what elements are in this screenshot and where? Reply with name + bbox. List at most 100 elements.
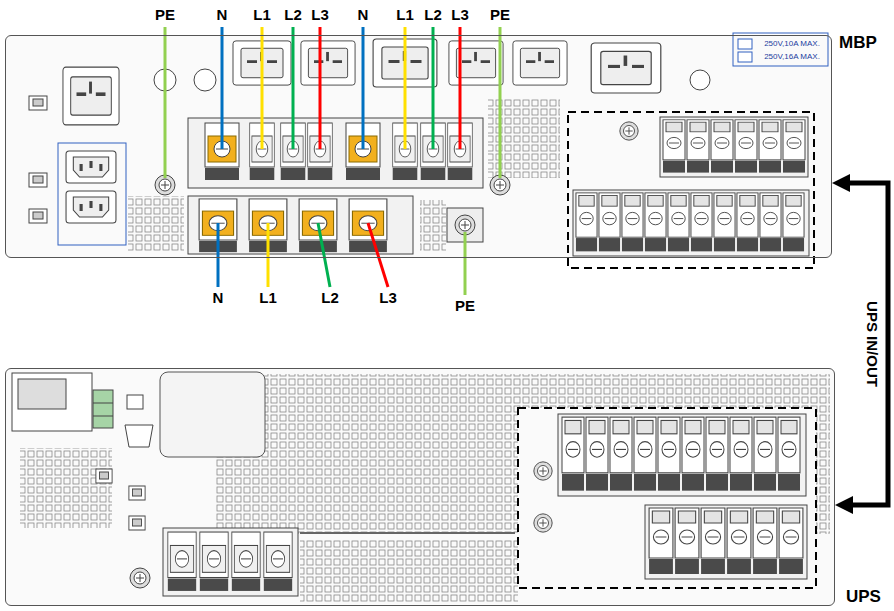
mbp-panel: MBP bbox=[5, 35, 832, 258]
l2-wire bbox=[292, 27, 295, 149]
rating-label: 250V,10A MAX. bbox=[764, 40, 820, 49]
usb-port bbox=[127, 395, 143, 409]
ground-screw bbox=[130, 568, 150, 588]
network-port bbox=[129, 486, 145, 500]
dashed-region bbox=[518, 408, 816, 588]
ground-screw bbox=[620, 122, 638, 140]
terminal bbox=[737, 193, 758, 251]
ground-screw bbox=[534, 514, 552, 532]
terminal bbox=[168, 532, 196, 591]
terminal bbox=[754, 417, 776, 491]
terminal bbox=[753, 508, 777, 574]
ground-screw bbox=[534, 462, 552, 480]
terminal bbox=[200, 532, 228, 591]
wire-label: PE bbox=[455, 298, 475, 315]
ups-housing bbox=[5, 368, 835, 606]
rating-label: 250V,16A MAX. bbox=[764, 53, 820, 62]
c19-outlet bbox=[63, 67, 119, 125]
wire-label: L1 bbox=[259, 290, 277, 307]
connector-arrow bbox=[844, 183, 888, 505]
wire-label: L1 bbox=[253, 7, 271, 24]
terminal bbox=[663, 120, 685, 173]
terminal bbox=[649, 508, 673, 574]
l1-wire bbox=[404, 27, 407, 149]
network-port bbox=[96, 469, 112, 483]
wire-label: L3 bbox=[311, 7, 329, 24]
wire-label: N bbox=[213, 290, 224, 307]
terminal bbox=[622, 193, 643, 251]
contact-connector bbox=[93, 416, 113, 417]
c13-outlet bbox=[66, 191, 116, 223]
terminal bbox=[711, 120, 733, 173]
wire-label: L2 bbox=[424, 7, 442, 24]
contact-connector bbox=[93, 403, 113, 404]
terminal bbox=[634, 417, 656, 491]
wire-label: N bbox=[358, 7, 369, 24]
terminal-block bbox=[645, 505, 807, 579]
vent-grid bbox=[300, 540, 518, 602]
terminal-block bbox=[163, 528, 298, 596]
card-slot bbox=[160, 372, 265, 457]
c13-outlet bbox=[66, 151, 116, 183]
terminal bbox=[730, 417, 752, 491]
c19-outlet bbox=[449, 41, 503, 85]
vent-grid bbox=[420, 200, 446, 252]
l3-wire bbox=[319, 27, 322, 149]
rail bbox=[300, 532, 515, 534]
detect-port bbox=[29, 96, 47, 110]
serial-port bbox=[125, 425, 153, 447]
wire-label: PE bbox=[490, 7, 510, 24]
speaker-hole bbox=[690, 70, 710, 90]
rating-icon bbox=[738, 52, 752, 62]
detect-port bbox=[29, 173, 47, 187]
l1-wire bbox=[267, 223, 270, 287]
l2-wire bbox=[432, 27, 435, 149]
c19-outlet bbox=[301, 41, 355, 85]
l3-wire bbox=[459, 27, 462, 149]
vent-grid bbox=[20, 448, 112, 528]
pe-wire bbox=[499, 27, 502, 178]
terminal bbox=[778, 417, 800, 491]
terminal-block bbox=[558, 414, 806, 496]
wire-label: L3 bbox=[379, 290, 397, 307]
terminal bbox=[727, 508, 751, 574]
outlet-group-outline bbox=[58, 143, 126, 245]
l3-wire bbox=[368, 223, 388, 287]
terminal-block bbox=[660, 117, 808, 177]
dashed-region bbox=[568, 112, 814, 268]
wire-label: L2 bbox=[284, 7, 302, 24]
rating-outline bbox=[733, 33, 828, 66]
wire-label: L1 bbox=[396, 7, 414, 24]
contact-connector bbox=[93, 390, 113, 428]
terminal bbox=[610, 417, 632, 491]
terminal bbox=[675, 508, 699, 574]
terminal-block bbox=[188, 196, 413, 254]
terminal bbox=[682, 417, 704, 491]
n-wire bbox=[362, 27, 365, 149]
terminal bbox=[658, 417, 680, 491]
wire-label: L3 bbox=[451, 7, 469, 24]
ups-panel: UPS bbox=[5, 368, 835, 606]
control-module bbox=[12, 373, 92, 431]
c19-outlet bbox=[513, 41, 567, 85]
terminal-area bbox=[518, 408, 816, 588]
terminal bbox=[779, 508, 803, 574]
terminal bbox=[586, 417, 608, 491]
pe-wire bbox=[164, 27, 167, 178]
breaker-hole bbox=[194, 69, 216, 91]
terminal-block bbox=[573, 190, 809, 256]
vent-grid bbox=[128, 196, 184, 252]
l2-wire bbox=[318, 223, 330, 287]
wire-group bbox=[165, 27, 500, 295]
mbp-housing bbox=[5, 35, 832, 258]
terminal bbox=[759, 120, 781, 173]
pe-wire bbox=[464, 232, 467, 295]
wire-label: PE bbox=[155, 7, 175, 24]
terminal bbox=[691, 193, 712, 251]
c19-outlet bbox=[591, 43, 661, 93]
terminal bbox=[687, 120, 709, 173]
terminal bbox=[714, 193, 735, 251]
